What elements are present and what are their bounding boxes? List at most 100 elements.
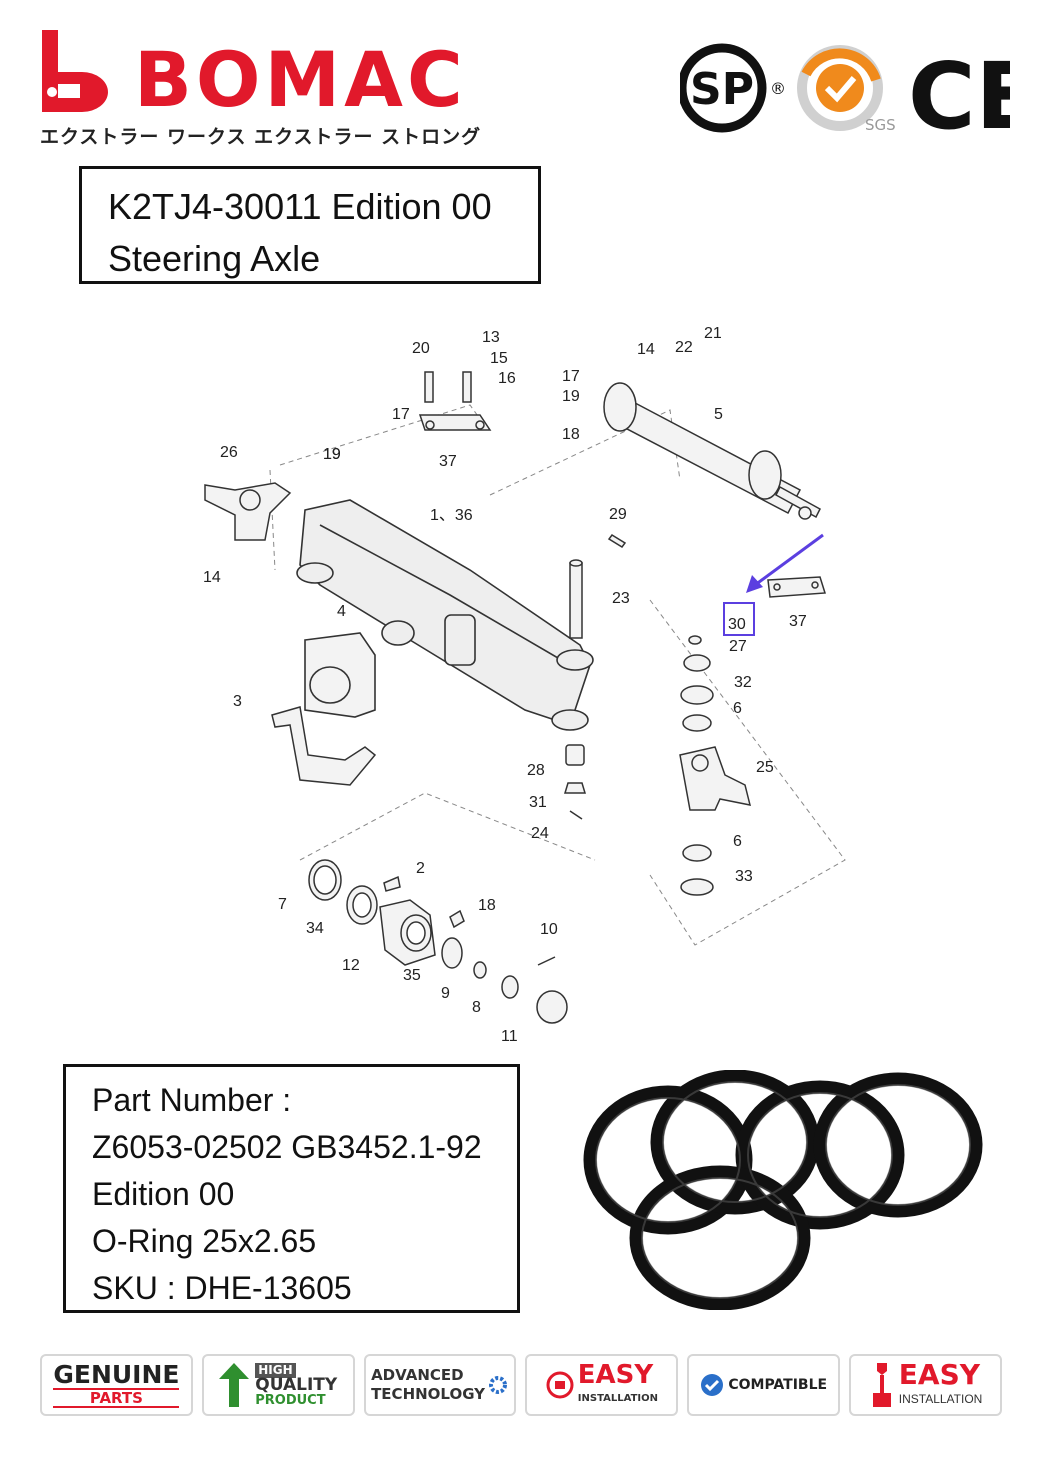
callout-label: 13 [482,329,500,346]
right-knuckle-stack [679,635,752,896]
callout-label: 6 [733,833,742,850]
callout-label: 19 [562,388,580,405]
callout-label: 29 [609,506,627,523]
csa-mark-icon: SP ® [680,43,786,133]
callout-label: 24 [531,825,549,842]
badge-subtext: PARTS [53,1388,180,1408]
callout-label: 33 [735,868,753,885]
part-sku: SKU : DHE-13605 [92,1270,352,1306]
callout-label: 26 [220,444,238,461]
badge-text: GENUINE [53,1360,180,1389]
callout-label: 4 [337,603,346,620]
callout-label: 27 [729,638,747,655]
callout-label: 1、36 [430,507,473,524]
brand-logo: BOMAC エクストラー ワークス エクストラー ストロング [38,30,518,150]
badge-subtext: TECHNOLOGY [371,1385,486,1403]
callout-label: 15 [490,350,508,367]
callout-label: 18 [478,897,496,914]
check-circle-icon [701,1374,724,1396]
bushing-stack [563,744,587,820]
callout-label: 8 [472,999,481,1016]
callout-label: 22 [675,339,693,356]
badge-text: EASY [577,1360,654,1390]
callout-label: 3 [233,693,242,710]
assembly-name: Steering Axle [108,238,321,279]
badge-text: COMPATIBLE [728,1377,828,1393]
callout-label: 19 [323,446,341,463]
callout-label: 10 [540,921,558,938]
steering-cylinder [603,382,821,520]
callout-label: 14 [637,341,655,358]
gear-icon [489,1376,508,1394]
csa-label: SP [690,64,754,115]
axle-beam [296,499,594,731]
badge-easy-installation-2: EASY INSTALLATION [849,1354,1002,1416]
callout-label: 20 [412,340,430,357]
callout-label: 18 [562,426,580,443]
mount-bracket-3 [271,706,377,786]
part-number-value: Z6053-02502 GB3452.1-92 [92,1129,482,1165]
badge-subtext: INSTALLATION [898,1392,983,1406]
callout-label: 35 [403,967,421,984]
badge-text: EASY [898,1358,981,1391]
callout-label: 11 [501,1028,518,1045]
wheel-hub-group [308,859,568,1024]
callout-label: 7 [278,896,287,913]
callout-label: 6 [733,700,742,717]
callout-label: 17 [562,368,580,385]
king-pin-23 [569,534,627,639]
registered-mark: ® [770,79,786,98]
callout-numbers: 20 13 15 16 17 19 17 19 18 14 22 21 5 26… [203,325,807,1045]
callout-label: 21 [704,325,722,342]
steering-knuckle-26 [204,482,292,541]
badge-genuine-parts: GENUINE PARTS [40,1354,193,1416]
badge-advanced-technology: ADVANCED TECHNOLOGY [363,1354,517,1416]
badge-text: HIGH [255,1363,296,1378]
brand-name: BOMAC [134,35,467,124]
title-box: K2TJ4-30011 Edition 00 Steering Axle [79,166,541,284]
badge-easy-installation: EASY INSTALLATION [525,1354,679,1416]
callout-label: 34 [306,920,324,937]
feature-badges: GENUINE PARTS HIGH QUALITY PRODUCT ADVAN… [40,1354,1002,1418]
callout-label: 30 [728,616,746,633]
callout-label: 32 [734,674,752,691]
rubber-mount-4 [304,632,376,718]
callout-label: 17 [392,406,410,423]
exploded-parts-diagram: 20 13 15 16 17 19 17 19 18 14 22 21 5 26… [203,325,846,1045]
callout-label: 5 [714,406,723,423]
callout-label: 9 [441,985,450,1002]
callout-label: 23 [612,590,630,607]
assembly-code: K2TJ4-30011 Edition 00 [108,186,492,227]
callout-label: 19 [323,446,341,463]
callout-label: 25 [756,759,774,776]
badge-text: QUALITY [255,1375,338,1395]
certification-marks: SP ® SGS CE [680,43,1010,140]
part-info-box: Part Number : Z6053-02502 GB3452.1-92 Ed… [63,1064,520,1313]
part-description: O-Ring 25x2.65 [92,1223,317,1259]
callout-label: 14 [203,569,221,586]
callout-label: 31 [529,794,547,811]
bracket-37-top [418,371,492,431]
ce-mark: CE [908,43,1010,140]
callout-label: 16 [498,370,516,387]
wrench-icon [872,1363,891,1407]
badge-text: ADVANCED [371,1366,464,1384]
callout-label: 37 [439,453,457,470]
part-number-label: Part Number : [92,1082,292,1118]
badge-subtext: PRODUCT [255,1393,326,1408]
brand-mark-icon [42,30,108,112]
badge-subtext: INSTALLATION [577,1393,658,1404]
callout-label: 37 [789,613,807,630]
callout-label: 2 [416,860,425,877]
callout-label: 12 [342,957,360,974]
install-icon [546,1371,574,1399]
part-edition: Edition 00 [92,1176,235,1212]
iso-sgs-mark-icon: SGS [797,45,896,134]
badge-high-quality: HIGH QUALITY PRODUCT [201,1354,355,1416]
o-ring-product-image [583,1070,983,1310]
sgs-label: SGS [865,116,896,134]
arrow-up-icon [219,1363,250,1407]
callout-label: 28 [527,762,545,779]
bracket-37-right [767,576,826,598]
badge-compatible: COMPATIBLE [687,1354,841,1416]
